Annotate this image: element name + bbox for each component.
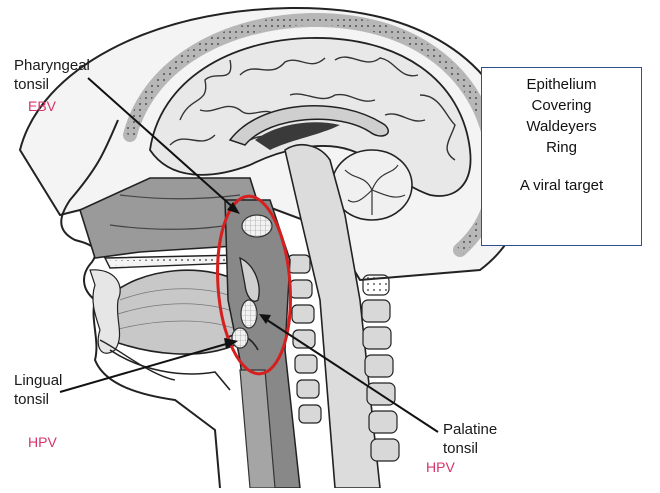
lips-teeth <box>90 270 120 353</box>
palatine-label-line1: Palatine <box>443 420 497 439</box>
pharyngeal-tonsil <box>242 215 272 237</box>
lingual-tonsil-label: Lingual tonsil <box>14 371 62 409</box>
lingual-tonsil <box>232 328 248 348</box>
mandible <box>110 350 230 390</box>
palatine-label-line2: tonsil <box>443 439 497 458</box>
palatine-tonsil <box>241 300 257 328</box>
lingual-virus-hpv: HPV <box>28 433 57 451</box>
pharyngeal-virus-ebv: EBV <box>28 97 56 115</box>
info-box: Epithelium Covering Waldeyers Ring A vir… <box>481 67 642 246</box>
info-line-3: Waldeyers <box>482 116 641 137</box>
pharyngeal-label-line2: tonsil <box>14 75 90 94</box>
palatine-tonsil-label: Palatine tonsil <box>443 420 497 458</box>
info-target-line: A viral target <box>482 175 641 196</box>
info-line-1: Epithelium <box>482 74 641 95</box>
info-line-2: Covering <box>482 95 641 116</box>
palatine-virus-hpv: HPV <box>426 458 455 476</box>
lingual-label-line1: Lingual <box>14 371 62 390</box>
pharyngeal-tonsil-label: Pharyngeal tonsil <box>14 56 90 94</box>
pharyngeal-label-line1: Pharyngeal <box>14 56 90 75</box>
info-line-4: Ring <box>482 137 641 158</box>
lingual-label-line2: tonsil <box>14 390 62 409</box>
